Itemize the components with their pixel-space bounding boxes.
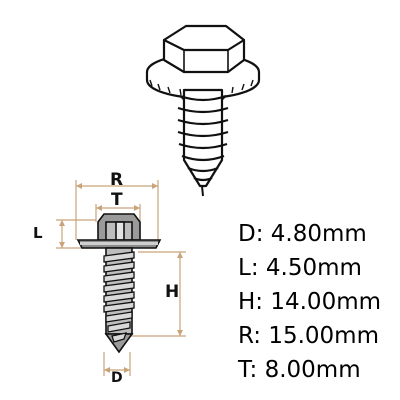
dimension-label-d: D: [111, 370, 123, 386]
spec-row-h: H: 14.00mm: [238, 289, 382, 315]
spec-row-l: L: 4.50mm: [238, 255, 362, 281]
spec-row-t: T: 8.00mm: [238, 357, 361, 383]
dimension-label-h: H: [165, 282, 180, 302]
shank-threads: [177, 88, 229, 197]
dimension-label-r: R: [110, 170, 124, 190]
hex-head-top: [162, 24, 246, 52]
spec-row-d: D: 4.80mm: [238, 221, 367, 247]
side-threads: [103, 251, 135, 343]
spec-list: D: 4.80mm L: 4.50mm H: 14.00mm R: 15.00m…: [238, 217, 381, 387]
dimension-label-t: T: [111, 190, 123, 210]
spec-row-r: R: 15.00mm: [238, 323, 379, 349]
dimension-label-l: L: [33, 224, 43, 242]
screw-technical-view: [56, 180, 186, 376]
